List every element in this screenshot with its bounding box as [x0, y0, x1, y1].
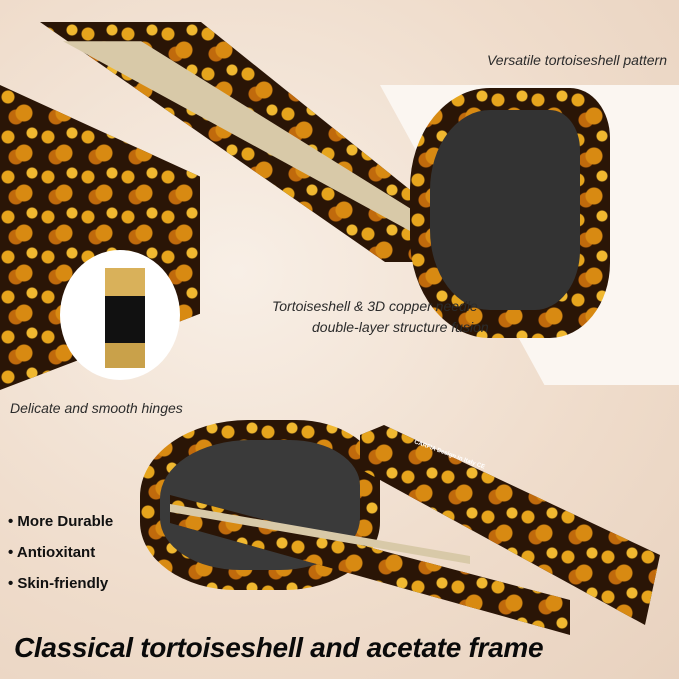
- caption-hinges: Delicate and smooth hinges: [10, 400, 183, 416]
- caption-pattern: Versatile tortoiseshell pattern: [486, 52, 667, 68]
- headline: Classical tortoiseshell and acetate fram…: [14, 632, 544, 663]
- caption-fusion-line1: Tortoiseshell & 3D copper needle: [272, 298, 478, 314]
- feature-item: Skin-friendly: [8, 575, 108, 592]
- lens-image: [430, 110, 580, 310]
- feature-item: Antioxitant: [8, 544, 95, 561]
- screw-image: [105, 268, 145, 368]
- caption-fusion-line2: double-layer structure fusion: [312, 319, 489, 335]
- feature-item: More Durable: [8, 513, 113, 530]
